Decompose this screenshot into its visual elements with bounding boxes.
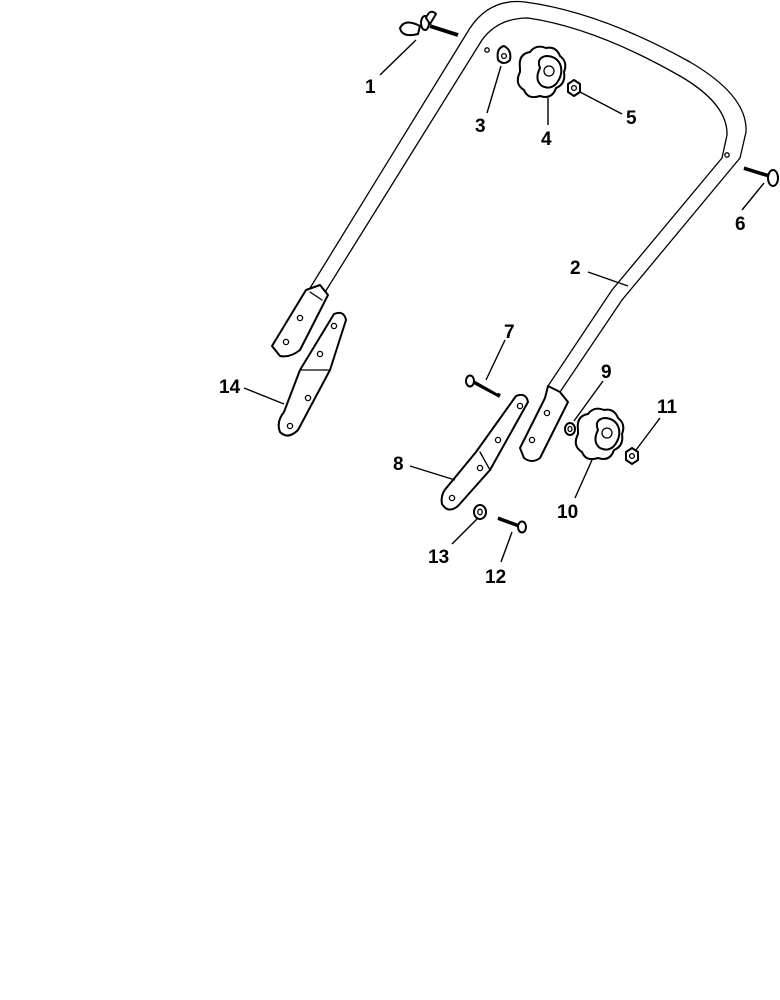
leader-5	[579, 91, 623, 115]
callout-14: 14	[219, 377, 241, 398]
leader-7	[485, 339, 506, 381]
wing-screw-part	[399, 10, 459, 37]
leader-lines	[243, 39, 765, 563]
callout-10: 10	[557, 502, 578, 523]
leader-13	[451, 518, 478, 545]
hex-nut-lower-part	[625, 447, 639, 465]
bracket-plate-middle-part	[440, 393, 529, 511]
callout-8: 8	[393, 454, 404, 475]
callout-11: 11	[657, 397, 678, 418]
leader-12	[500, 531, 513, 563]
star-knob-upper-part	[516, 45, 567, 99]
leader-6	[741, 182, 765, 211]
leader-11	[635, 417, 661, 451]
callout-9: 9	[601, 362, 612, 383]
callout-3: 3	[475, 116, 486, 137]
leader-8	[409, 465, 456, 481]
carriage-bolt-right-part	[743, 165, 779, 187]
star-knob-lower-part	[574, 407, 625, 461]
callout-7: 7	[504, 322, 515, 343]
leader-1	[379, 39, 417, 76]
spring-clip-part	[496, 45, 512, 64]
callout-2: 2	[570, 258, 581, 279]
washer-13-part	[473, 504, 487, 520]
hex-nut-upper-part	[567, 79, 581, 97]
callout-12: 12	[485, 567, 506, 588]
bracket-plate-left-part	[277, 311, 347, 437]
callout-13: 13	[428, 547, 449, 568]
leader-10	[574, 459, 593, 499]
callout-1: 1	[365, 77, 376, 98]
callout-6: 6	[735, 214, 746, 235]
leader-2	[587, 271, 629, 287]
callout-labels: 1 2 3 4 5 6 7 8 9 10 11 12 13 14	[219, 77, 746, 588]
leader-3	[486, 65, 502, 114]
leader-14	[243, 387, 285, 405]
callout-4: 4	[541, 129, 552, 150]
handle-bar-part	[271, 0, 747, 462]
washer-9-part	[564, 422, 576, 436]
bolt-bottom-part	[497, 515, 527, 534]
leader-9	[573, 380, 604, 422]
bolt-middle-part	[465, 374, 501, 398]
callout-5: 5	[626, 108, 637, 129]
